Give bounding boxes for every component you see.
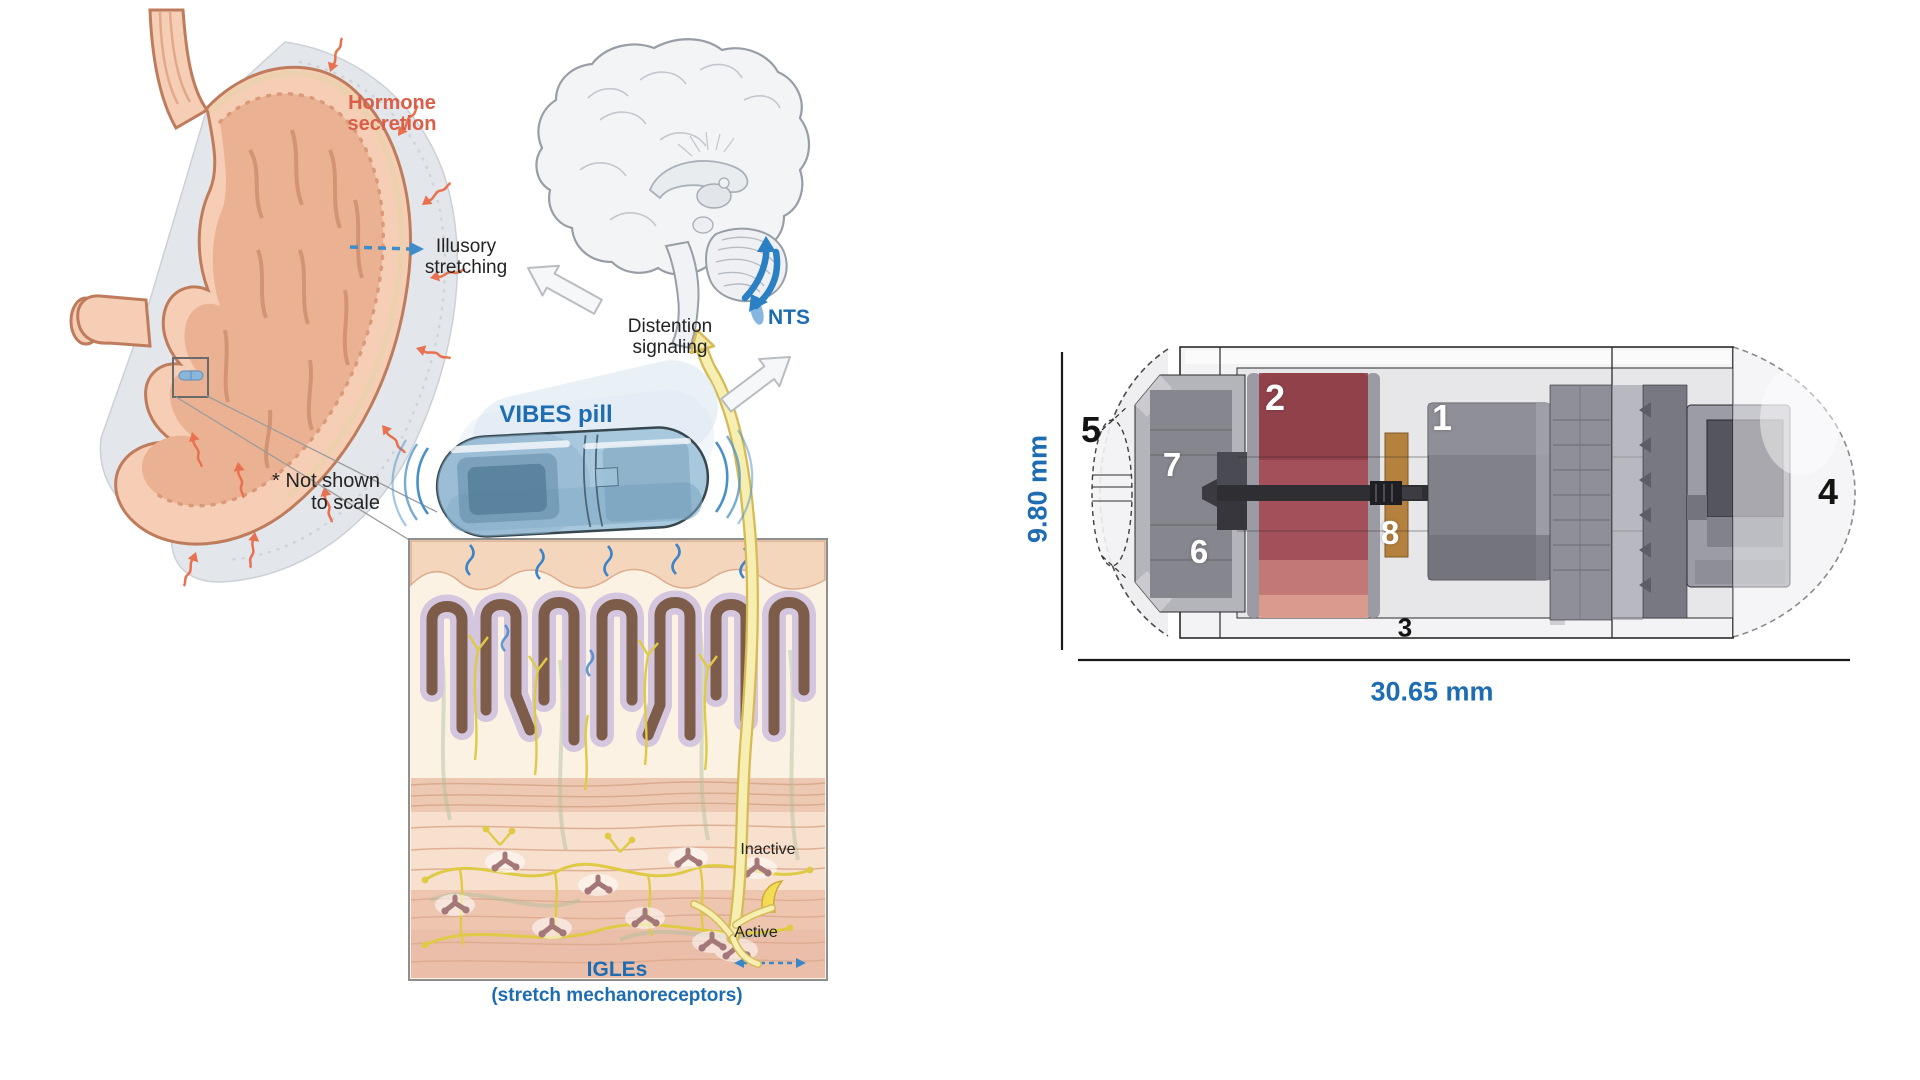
brain-illustration: [535, 38, 811, 350]
part-label-7: 7: [1162, 446, 1182, 483]
hormone-secretion-arrows: [182, 37, 466, 587]
tissue-panel-illustration: [408, 538, 828, 981]
motor-shaft: [1202, 479, 1430, 507]
nerve-fibers-upper: [467, 634, 718, 791]
illusory-stretching-label: Illusory stretching: [424, 236, 508, 278]
connective-fibers: [429, 629, 800, 942]
capsule-length-dimension: 30.65 mm: [1370, 676, 1494, 707]
active-label: Active: [734, 924, 778, 941]
stomach-rugae: [223, 129, 364, 469]
igles-subtitle: (stretch mechanoreceptors): [491, 985, 743, 1006]
lens-cap: [1091, 419, 1133, 567]
igles-label: IGLEs: [586, 958, 648, 981]
brain-gyri: [579, 63, 781, 227]
hormone-secretion-label: Hormone secretion: [347, 92, 437, 135]
part-label-8: 8: [1380, 514, 1400, 551]
distention-signaling-label: Distention signaling: [627, 316, 713, 358]
part-label-3: 3: [1397, 612, 1413, 643]
corona-radiata-lines: [677, 131, 735, 157]
component-block-1: [1427, 402, 1551, 581]
pill-location-callout-box: [172, 357, 209, 398]
arrow-to-brainstem: [720, 356, 791, 413]
mucosal-surface: [410, 540, 826, 591]
brainstem: [664, 240, 700, 350]
part-label-5: 5: [1080, 409, 1102, 450]
scale-note: * Not shown to scale: [272, 470, 380, 514]
right-dome: [1732, 346, 1856, 638]
mid-cylinder: [1549, 384, 1613, 621]
part-label-1: 1: [1431, 397, 1453, 438]
flow-arrows: [527, 264, 791, 413]
vibration-squiggles: [465, 543, 749, 677]
finned-section: [1639, 384, 1688, 619]
nts-label: NTS: [768, 306, 810, 329]
part-label-2: 2: [1264, 377, 1286, 418]
nerve-endings: [421, 825, 814, 949]
stomach-illustration: [69, 8, 466, 587]
vibes-pill-label: VIBES pill: [499, 401, 613, 428]
capsule-height-dimension: 9.80 mm: [1022, 434, 1053, 544]
illusory-stretching-arrow: [349, 242, 424, 256]
pill-vibration-arcs: [391, 429, 754, 527]
part-label-6: 6: [1189, 533, 1209, 570]
brain-gut-signal-arrows: [741, 236, 781, 312]
capsule-cad-diagram: [1060, 346, 1856, 662]
gastric-glands: [420, 590, 816, 752]
vibes-pill-illustration: [391, 360, 754, 538]
arrow-to-stomach: [527, 264, 603, 315]
thalamus: [696, 183, 732, 209]
part-label-4: 4: [1817, 471, 1839, 512]
inactive-label: Inactive: [740, 841, 796, 858]
vagus-nerve-arrow: [689, 328, 776, 968]
